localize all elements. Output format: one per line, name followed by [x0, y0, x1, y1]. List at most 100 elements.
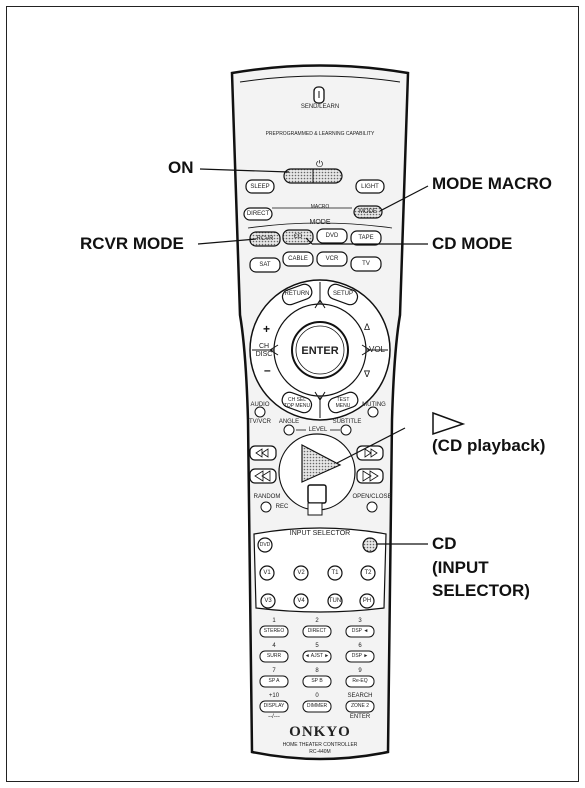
random-button	[260, 501, 272, 513]
dsp-left-button	[345, 625, 375, 638]
in-v2-label[interactable]: V2	[297, 570, 305, 576]
direct-label[interactable]: DIRECT	[246, 211, 270, 217]
model-number: RC-440M	[309, 749, 331, 755]
sat-button	[249, 257, 281, 273]
skip-back-button	[249, 445, 277, 461]
num-3: 3	[358, 618, 362, 624]
surr-label[interactable]: SURR	[266, 653, 282, 659]
in-ph-label[interactable]: PH	[362, 598, 372, 604]
ch-sel-label[interactable]: CH SEL TOP MENU	[283, 397, 311, 409]
cd-mode-leader	[305, 237, 313, 245]
stereo-label[interactable]: STEREO	[263, 628, 285, 634]
in-v1-label[interactable]: V1	[263, 570, 271, 576]
tv-button	[350, 256, 382, 272]
callout-mode-macro: MODE MACRO	[432, 174, 552, 193]
plus10-label: +10	[268, 693, 280, 699]
callout-input-selector-2: SELECTOR)	[432, 581, 530, 600]
callout-rcvr-mode: RCVR MODE	[80, 234, 184, 253]
spb-label[interactable]: SP B	[311, 678, 323, 684]
num-9: 9	[358, 668, 362, 674]
test-menu-label[interactable]: TEST MENU	[335, 397, 351, 409]
rec-label: REC	[275, 504, 289, 510]
callout-cd-playback: (CD playback)	[432, 436, 546, 455]
input-v1-button	[259, 565, 275, 581]
angle-button	[283, 424, 295, 436]
dsp-right-button	[345, 650, 375, 663]
dimmer-label[interactable]: DIMMER	[306, 703, 328, 709]
in-tun-label[interactable]: TUN	[328, 598, 342, 604]
test-menu-button	[327, 391, 359, 414]
enter-button	[291, 321, 349, 379]
in-dvd-label[interactable]: DVD	[259, 542, 271, 548]
muting-button	[367, 406, 379, 418]
return-label[interactable]: RETURN	[284, 291, 310, 297]
svg-text:–: –	[264, 363, 271, 377]
audio-button	[254, 406, 266, 418]
cable-button	[282, 251, 314, 267]
svg-text:∇: ∇	[363, 369, 371, 379]
random-label: RANDOM	[253, 494, 281, 500]
input-cd-button	[362, 537, 378, 553]
light-label[interactable]: LIGHT	[361, 184, 379, 190]
rcvr-label[interactable]: RCVR	[256, 236, 274, 242]
input-selector-panel	[253, 527, 387, 613]
direct2-label[interactable]: DIRECT	[307, 628, 327, 634]
stop-button	[307, 484, 327, 504]
in-t2-label[interactable]: T2	[364, 570, 372, 576]
dsp-left-label[interactable]: DSP ◄	[351, 628, 369, 634]
direct-button	[243, 207, 273, 221]
tape-label[interactable]: TAPE	[358, 235, 374, 241]
spb-button	[302, 675, 332, 688]
cd-mode-button	[282, 229, 314, 245]
spa-button	[259, 675, 289, 688]
sat-label[interactable]: SAT	[259, 262, 271, 268]
callout-input-selector-1: (INPUT	[432, 558, 489, 577]
callout-cd: CD	[432, 534, 457, 553]
input-selector-label: INPUT SELECTOR	[289, 530, 351, 537]
sleep-label[interactable]: SLEEP	[250, 184, 270, 190]
input-v2-button	[293, 565, 309, 581]
callout-on: ON	[168, 158, 194, 177]
reeq-label[interactable]: Re-EQ	[352, 678, 368, 684]
subtitle-button	[340, 424, 352, 436]
light-button	[355, 179, 385, 194]
play-button	[301, 444, 342, 483]
cable-label[interactable]: CABLE	[288, 256, 308, 262]
cd-playback-leader	[336, 427, 406, 464]
sleep-button	[245, 179, 275, 194]
dimmer-button	[302, 700, 332, 713]
num-4: 4	[272, 643, 276, 649]
input-dvd-button	[257, 537, 273, 553]
num-1: 1	[272, 618, 276, 624]
input-tun-button	[327, 593, 343, 609]
ajst-label[interactable]: ◄ AJST ►	[304, 653, 330, 659]
in-v4-label[interactable]: V4	[297, 598, 305, 604]
rec-icon	[307, 502, 323, 516]
mode-btn-label[interactable]: MODE	[359, 209, 377, 215]
rcvr-mode-leader	[197, 238, 257, 245]
display-label[interactable]: DISPLAY	[263, 703, 285, 709]
muting-label: MUTING	[362, 402, 386, 408]
zone2-label[interactable]: ZONE 2	[350, 703, 370, 709]
dvd-label[interactable]: DVD	[325, 233, 339, 239]
tv-label[interactable]: TV	[362, 261, 370, 267]
spa-label[interactable]: SP A	[268, 678, 280, 684]
cd-label[interactable]: CD	[293, 234, 303, 240]
svg-text:⏻: ⏻	[316, 159, 323, 170]
in-t1-label[interactable]: T1	[331, 570, 339, 576]
mode-macro-leader	[379, 185, 429, 212]
subtitle-label: SUBTITLE	[332, 419, 362, 425]
vol-label: VOL	[368, 345, 385, 354]
svg-text:Δ: Δ	[364, 322, 370, 332]
vcr-button	[316, 251, 348, 267]
capability-label: PREPROGRAMMED & LEARNING CAPABILITY	[265, 131, 375, 137]
in-v3-label[interactable]: V3	[264, 598, 272, 604]
vcr-label[interactable]: VCR	[325, 256, 339, 262]
enter-label[interactable]: ENTER	[301, 345, 339, 357]
input-ph-button	[359, 593, 375, 609]
dsp-right-label[interactable]: DSP ►	[351, 653, 369, 659]
setup-label[interactable]: SETUP	[332, 291, 353, 297]
reeq-button	[345, 675, 375, 688]
display-button	[259, 700, 289, 713]
